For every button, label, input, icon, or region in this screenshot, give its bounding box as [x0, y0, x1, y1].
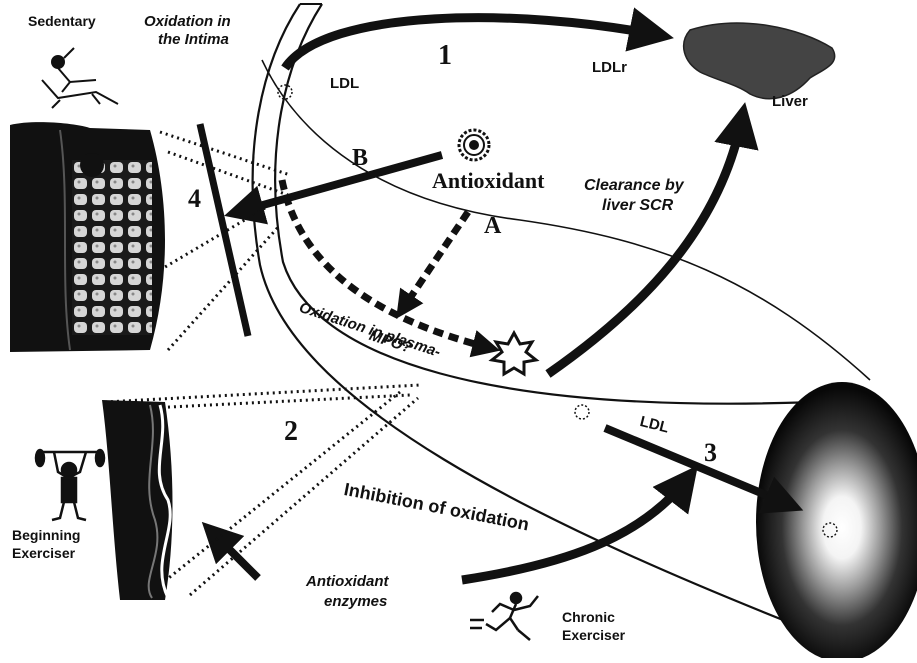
arrow-clearance — [548, 118, 742, 374]
antioxidant-label: Antioxidant — [432, 170, 544, 192]
vessel-lumen — [756, 382, 917, 658]
runner-icon — [470, 593, 538, 640]
beginning-exerciser-label-2: Exerciser — [12, 546, 75, 560]
weightlifter-icon — [36, 450, 104, 520]
chronic-exerciser-label-2: Exerciser — [562, 628, 625, 642]
clearance-label-1: Clearance by — [584, 178, 684, 194]
arrow-3 — [605, 428, 790, 505]
path-b-label: B — [352, 146, 368, 170]
sedentary-label: Sedentary — [28, 14, 96, 28]
reclining-person-icon — [42, 48, 118, 108]
clearance-label-2: liver SCR — [602, 198, 673, 214]
step-3-label: 3 — [704, 440, 717, 466]
arrow-a — [402, 212, 468, 310]
ldl-particle-icon — [575, 405, 589, 419]
step-2-label: 2 — [284, 418, 298, 446]
ldlr-label: LDLr — [592, 60, 627, 75]
beginning-exerciser-label-1: Beginning — [12, 528, 80, 542]
chronic-exerciser-label-1: Chronic — [562, 610, 615, 624]
oxidation-intima-label-1: Oxidation in — [144, 14, 231, 29]
oxidized-ldl-star-icon — [492, 333, 536, 374]
liver-icon — [684, 23, 835, 99]
step-1-label: 1 — [438, 42, 452, 70]
ldl-label-top: LDL — [330, 76, 359, 91]
arrow-b — [238, 155, 442, 212]
path-a-label: A — [484, 214, 501, 238]
antioxidant-icon — [459, 130, 489, 160]
arrow-oxidation-plasma — [282, 180, 490, 348]
antioxidant-enzymes-label-2: enzymes — [324, 594, 387, 609]
muscle-tissue-icon — [10, 122, 165, 352]
step-4-label: 4 — [188, 186, 201, 212]
oxidation-intima-label-2: the Intima — [158, 32, 229, 47]
vessel-wall-tissue-icon — [102, 400, 173, 600]
liver-label: Liver — [772, 94, 808, 109]
antioxidant-enzymes-label-1: Antioxidant — [306, 574, 389, 589]
